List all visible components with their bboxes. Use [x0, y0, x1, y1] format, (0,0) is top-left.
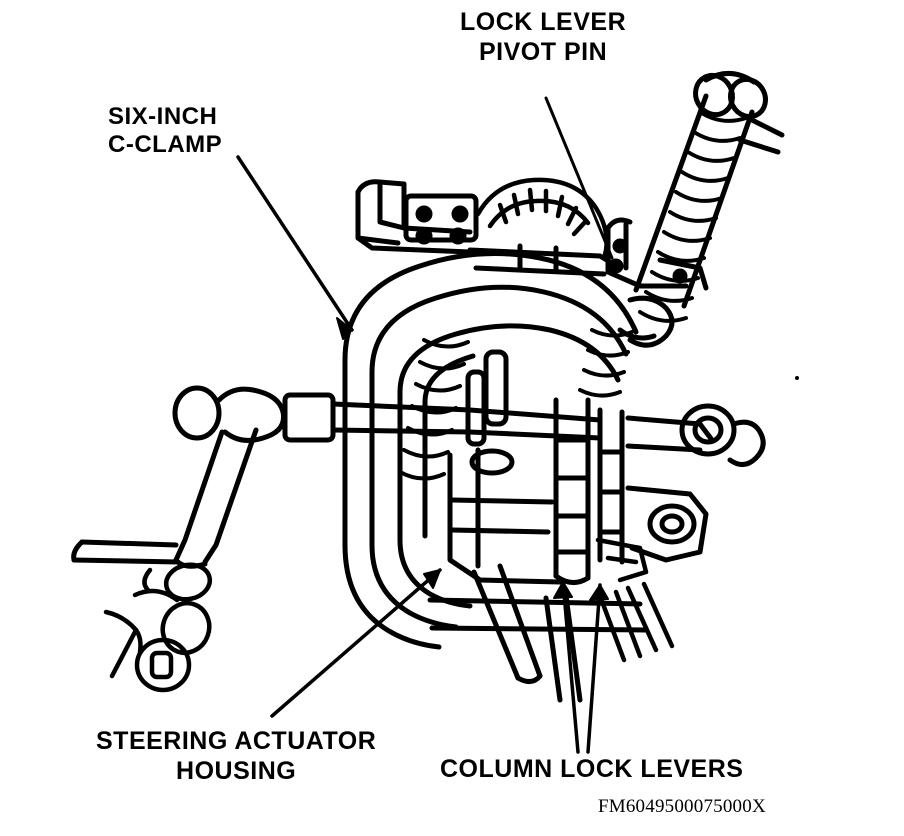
callout-column-lock-levers: COLUMN LOCK LEVERS: [440, 755, 744, 783]
lock-lever-arm-long: [471, 563, 543, 684]
c-clamp-screw-head: [693, 71, 768, 120]
actuator-return-spring: [578, 328, 634, 398]
figure-id-code: FM6049500075000X: [598, 796, 766, 817]
leader-line-column-lock-right: [586, 583, 602, 754]
callout-six-inch-c-clamp: SIX-INCH C-CLAMP: [108, 103, 223, 159]
c-clamp-screw-swivel-pad: [617, 295, 675, 348]
lock-lever-fork-bracket: [595, 537, 649, 583]
inner-spring-left: [398, 338, 470, 481]
steering-actuator-arm: [173, 427, 259, 569]
callout-steering-actuator-housing: STEERING ACTUATOR HOUSING: [96, 727, 377, 785]
right-mount-flange: [605, 217, 709, 291]
c-clamp-screw-handle: [737, 115, 785, 155]
c-clamp-frame: [342, 251, 639, 650]
clamp-jaw-pad: [465, 369, 487, 447]
c-clamp-screw-threads: [638, 110, 748, 323]
lower-guide-rod: [543, 593, 583, 703]
c-clamp-screw-shaft: [633, 93, 755, 309]
lock-lever-linkage-lower-right: [625, 485, 709, 563]
leader-arrowhead-steering-actuator: [423, 569, 441, 589]
scan-speck: [795, 376, 799, 380]
column-lock-lever-bar-right: [597, 407, 625, 565]
lock-lever-linkage-right: [625, 403, 766, 467]
lock-lever-arm-right-b: [625, 581, 675, 653]
leader-line-lock-lever-pivot-pin: [544, 96, 614, 260]
column-lock-lever-bar-left: [553, 397, 591, 585]
leader-line-steering-actuator: [270, 568, 442, 718]
upper-serrated-sector: [475, 177, 609, 261]
upper-mounting-bracket: [355, 179, 479, 255]
steering-actuator-knuckle: [103, 562, 213, 693]
callout-lock-lever-pivot-pin: LOCK LEVER PIVOT PIN: [460, 8, 627, 66]
steering-actuator-arm-lower: [71, 539, 181, 565]
leader-line-c-clamp: [236, 155, 354, 332]
column-lock-housing: [447, 447, 563, 585]
lock-lever-arm-right-a: [597, 589, 643, 663]
